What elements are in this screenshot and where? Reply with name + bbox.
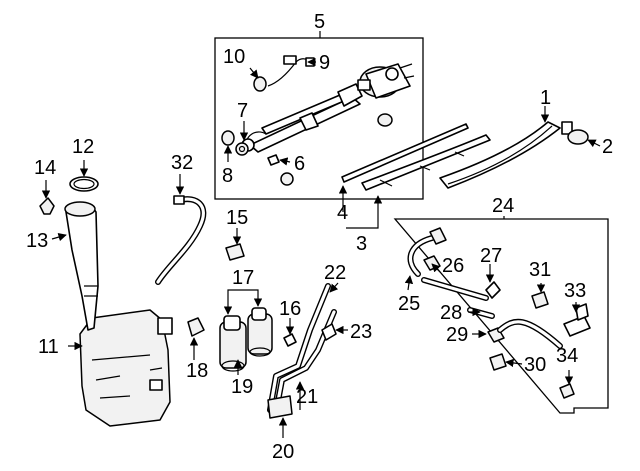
callout-10: 10 xyxy=(223,46,245,68)
wiper-refill-part-4 xyxy=(341,123,469,183)
wiper-motor xyxy=(357,63,415,99)
screw-part-34 xyxy=(559,383,575,399)
callout-1: 1 xyxy=(540,87,551,109)
callout-12: 12 xyxy=(72,136,94,158)
callout-31: 31 xyxy=(529,259,551,281)
callout-18: 18 xyxy=(186,360,208,382)
callout-14: 14 xyxy=(34,157,56,179)
callout-16: 16 xyxy=(279,298,301,320)
hose-part-22 xyxy=(267,283,331,413)
callout-20: 20 xyxy=(272,441,294,463)
callout-26: 26 xyxy=(442,255,464,277)
connector-part-27 xyxy=(485,281,501,299)
bolt-part-6 xyxy=(267,154,294,186)
callout-3: 3 xyxy=(356,233,367,255)
callout-25: 25 xyxy=(398,293,420,315)
grommet-part-15 xyxy=(225,243,245,261)
clip-part-30 xyxy=(489,353,507,371)
wiper-blade-part-3 xyxy=(361,134,491,191)
callout-9: 9 xyxy=(319,52,330,74)
washer-pump-part-19 xyxy=(219,315,247,372)
callout-2: 2 xyxy=(602,136,613,158)
callout-11: 11 xyxy=(38,336,59,358)
callout-28: 28 xyxy=(440,302,462,324)
clip-part-31 xyxy=(531,291,549,309)
washer-pump-part-17 xyxy=(247,307,273,357)
callout-22: 22 xyxy=(324,262,346,284)
wiper-motor-linkage-group-box xyxy=(214,37,424,200)
callout-13: 13 xyxy=(26,230,48,252)
callout-5: 5 xyxy=(314,11,325,33)
filler-neck-part-13 xyxy=(64,201,99,331)
callout-29: 29 xyxy=(446,324,468,346)
callout-17: 17 xyxy=(232,267,254,289)
hose-part-21 xyxy=(273,309,337,415)
wiper-linkage-assembly xyxy=(241,83,363,153)
callout-21: 21 xyxy=(296,386,318,408)
screw-part-16 xyxy=(283,333,297,347)
harness-part-9 xyxy=(267,55,315,87)
hose-part-26 xyxy=(421,277,489,301)
callout-30: 30 xyxy=(524,354,546,376)
callout-23: 23 xyxy=(350,321,372,343)
motor-cap xyxy=(377,113,393,127)
hose-part-32 xyxy=(155,195,207,285)
hose-part-28 xyxy=(467,307,495,319)
clip-part-14 xyxy=(39,197,55,215)
wiper-arm-part-1 xyxy=(439,121,573,189)
washer-hose-group-box xyxy=(393,218,609,414)
hose-part-29-run xyxy=(497,318,563,349)
callout-32: 32 xyxy=(171,152,193,174)
grommet-part-10 xyxy=(253,76,267,92)
leader-lines xyxy=(41,31,601,438)
callout-8: 8 xyxy=(222,165,233,187)
cap-seal-part-12 xyxy=(69,176,99,192)
arm-cap-part-2 xyxy=(567,129,589,145)
callout-34: 34 xyxy=(556,345,578,367)
bracket-part-20 xyxy=(267,395,293,419)
callout-labels: 1 2 3 4 5 6 7 8 9 10 11 12 13 14 15 16 1… xyxy=(26,11,613,463)
hose-part-25 xyxy=(407,235,435,277)
callout-24: 24 xyxy=(492,195,514,217)
callout-27: 27 xyxy=(480,245,502,267)
washer-part-8 xyxy=(221,130,235,146)
reservoir-tank-part-11 xyxy=(79,309,173,427)
callout-19: 19 xyxy=(231,376,253,398)
nozzle-part-33 xyxy=(563,303,591,337)
callout-33: 33 xyxy=(564,280,586,302)
callout-15: 15 xyxy=(226,207,248,229)
bushing-part-7 xyxy=(235,142,249,156)
callout-7: 7 xyxy=(237,100,248,122)
grommet-part-18 xyxy=(187,317,205,337)
callout-6: 6 xyxy=(294,153,305,175)
callout-4: 4 xyxy=(337,202,348,224)
